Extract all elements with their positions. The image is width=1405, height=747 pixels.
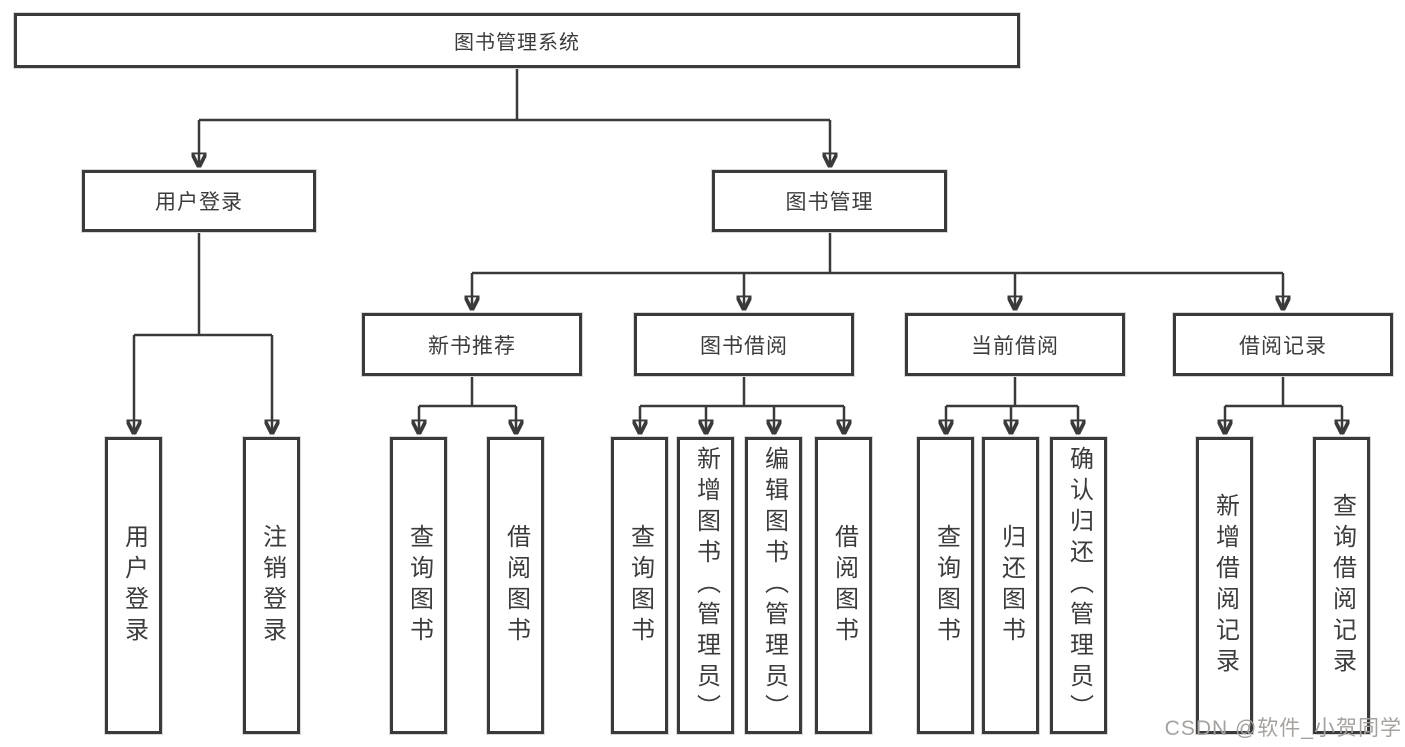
leaf-br-add-record-label: 新增借阅记录 <box>1211 492 1239 679</box>
node-new-book-rec: 新书推荐 <box>362 313 582 376</box>
connector-borrow-records-children <box>1225 376 1342 433</box>
leaf-br-query-record-label: 查询借阅记录 <box>1328 492 1356 679</box>
csdn-watermark: CSDN @软件_小贺同学 <box>1164 717 1402 740</box>
node-new-book-rec-label: 新书推荐 <box>428 334 516 358</box>
connector-current-borrow-children <box>946 376 1078 433</box>
node-current-borrow: 当前借阅 <box>905 313 1125 376</box>
node-book-borrow-label: 图书借阅 <box>700 334 788 358</box>
node-current-borrow-label: 当前借阅 <box>971 334 1059 358</box>
leaf-bb-add-books-admin-label: 新增图书（管理员） <box>692 446 720 725</box>
node-user-login: 用户登录 <box>82 170 316 232</box>
node-root: 图书管理系统 <box>14 13 1020 68</box>
leaf-bb-edit-books-admin-label: 编辑图书（管理员） <box>760 446 788 725</box>
leaf-bb-query-books-label: 查询图书 <box>626 523 654 648</box>
leaf-bb-query-books: 查询图书 <box>611 437 668 734</box>
leaf-logout-label: 注销登录 <box>258 523 286 648</box>
node-user-login-label: 用户登录 <box>155 191 243 214</box>
leaf-rec-borrow-books-label: 借阅图书 <box>502 523 530 648</box>
leaf-bb-borrow-books: 借阅图书 <box>815 437 872 734</box>
node-book-borrow: 图书借阅 <box>634 313 854 376</box>
connector-user-login-children <box>134 232 272 433</box>
leaf-cb-confirm-return-admin: 确认归还（管理员） <box>1050 437 1107 734</box>
leaf-logout: 注销登录 <box>243 437 300 734</box>
leaf-br-query-record: 查询借阅记录 <box>1313 437 1370 734</box>
leaf-rec-query-books: 查询图书 <box>390 437 447 734</box>
leaf-rec-borrow-books: 借阅图书 <box>487 437 544 734</box>
node-root-label: 图书管理系统 <box>454 32 580 54</box>
connector-book-borrow-children <box>640 376 844 433</box>
node-book-mgmt: 图书管理 <box>712 170 947 232</box>
leaf-bb-add-books-admin: 新增图书（管理员） <box>677 437 734 734</box>
leaf-bb-edit-books-admin: 编辑图书（管理员） <box>745 437 802 734</box>
leaf-cb-confirm-return-admin-label: 确认归还（管理员） <box>1065 446 1093 725</box>
leaf-br-add-record: 新增借阅记录 <box>1196 437 1253 734</box>
node-borrow-records-label: 借阅记录 <box>1239 334 1327 358</box>
node-borrow-records: 借阅记录 <box>1173 313 1393 376</box>
leaf-cb-query-books-label: 查询图书 <box>932 523 960 648</box>
leaf-rec-query-books-label: 查询图书 <box>405 523 433 648</box>
leaf-user-login: 用户登录 <box>105 437 162 734</box>
leaf-cb-return-books: 归还图书 <box>982 437 1039 734</box>
leaf-user-login-label: 用户登录 <box>120 523 148 648</box>
node-book-mgmt-label: 图书管理 <box>785 191 874 214</box>
leaf-cb-query-books: 查询图书 <box>917 437 974 734</box>
connector-root-to-level2 <box>199 68 830 166</box>
connector-book-mgmt-children <box>472 232 1283 309</box>
leaf-cb-return-books-label: 归还图书 <box>997 523 1025 648</box>
connector-new-book-rec-children <box>419 376 516 433</box>
leaf-bb-borrow-books-label: 借阅图书 <box>830 523 858 648</box>
